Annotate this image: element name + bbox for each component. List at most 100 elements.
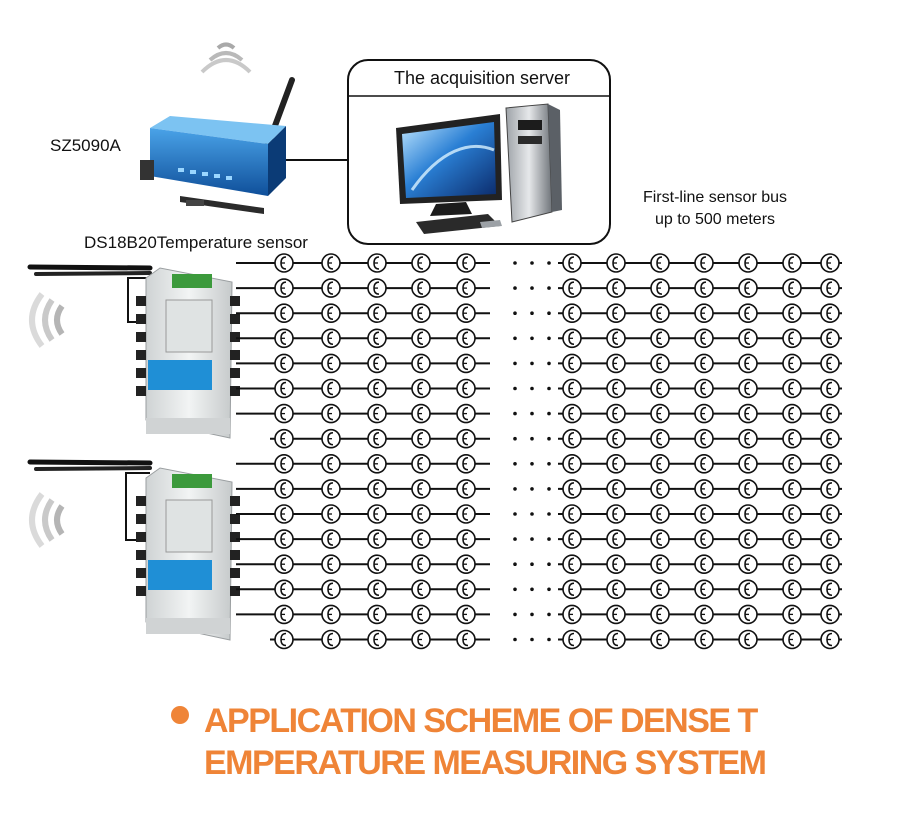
temperature-sensor-icon [456, 278, 476, 298]
caption-bullet-icon [171, 706, 189, 724]
ellipsis-dot [547, 361, 551, 366]
temperature-sensor-icon [367, 479, 387, 499]
gateway-label: SZ5090A [50, 136, 121, 155]
temperature-sensor-icon [274, 529, 294, 549]
ellipsis-dot [530, 436, 534, 441]
temperature-sensor-icon [782, 604, 802, 625]
temperature-sensor-icon [274, 453, 294, 474]
temperature-sensor-icon [456, 253, 476, 273]
temperature-sensor-icon [606, 303, 626, 324]
bus-row [236, 529, 842, 549]
temperature-sensor-icon [694, 453, 714, 474]
temperature-sensor-icon [738, 253, 758, 273]
temperature-sensor-icon [694, 479, 714, 499]
ellipsis-dot [513, 311, 517, 316]
bus-row [236, 579, 842, 600]
temperature-sensor-icon [321, 253, 341, 273]
temperature-sensor-icon [782, 529, 802, 549]
temperature-sensor-icon [820, 453, 840, 474]
temperature-sensor-icon [606, 353, 626, 374]
temperature-sensor-icon [456, 554, 476, 575]
temperature-sensor-icon [274, 353, 294, 374]
temperature-sensor-icon [782, 378, 802, 399]
temperature-sensor-icon [321, 479, 341, 499]
temperature-sensor-icon [411, 504, 431, 524]
temperature-sensor-icon [411, 278, 431, 298]
temperature-sensor-icon [820, 579, 840, 600]
ellipsis-dot [513, 411, 517, 416]
temperature-sensor-icon [274, 328, 294, 349]
temperature-sensor-icon [367, 353, 387, 374]
temperature-sensor-icon [274, 479, 294, 499]
caption-line2: EMPERATURE MEASURING SYSTEM [204, 744, 767, 782]
temperature-sensor-icon [411, 253, 431, 273]
temperature-sensor-icon [456, 479, 476, 499]
temperature-sensor-icon [738, 453, 758, 474]
ellipsis-dot [547, 512, 551, 516]
temperature-sensor-icon [562, 353, 582, 374]
temperature-sensor-icon [820, 479, 840, 499]
bus-row [236, 328, 842, 349]
temperature-sensor-icon [820, 353, 840, 374]
temperature-sensor-icon [562, 579, 582, 600]
temperature-sensor-icon [606, 328, 626, 349]
temperature-sensor-icon [694, 428, 714, 449]
temperature-sensor-icon [367, 378, 387, 399]
ellipsis-dot [513, 512, 517, 516]
bus-row [236, 253, 842, 273]
temperature-sensor-icon [367, 604, 387, 625]
temperature-sensor-icon [321, 278, 341, 298]
ellipsis-dot [530, 286, 534, 290]
temperature-sensor-icon [694, 504, 714, 524]
temperature-sensor-icon [650, 554, 670, 575]
temperature-sensor-icon [650, 278, 670, 298]
bus-row [236, 278, 842, 298]
temperature-sensor-icon [367, 328, 387, 349]
temperature-sensor-icon [562, 453, 582, 474]
temperature-sensor-icon [820, 629, 840, 650]
temperature-sensor-icon [782, 353, 802, 374]
temperature-sensor-icon [274, 403, 294, 424]
temperature-sensor-icon [650, 604, 670, 625]
temperature-sensor-icon [650, 529, 670, 549]
acquisition-module-icon-2 [27, 459, 240, 641]
acquisition-module-icon [27, 264, 240, 439]
temperature-sensor-icon [820, 278, 840, 298]
temperature-sensor-icon [694, 604, 714, 625]
temperature-sensor-icon [562, 428, 582, 449]
bus-row [236, 353, 842, 374]
temperature-sensor-icon [694, 629, 714, 650]
temperature-sensor-icon [456, 579, 476, 600]
temperature-sensor-icon [820, 554, 840, 575]
temperature-sensor-icon [321, 579, 341, 600]
ellipsis-dot [513, 436, 517, 441]
temperature-sensor-icon [606, 453, 626, 474]
temperature-sensor-icon [367, 529, 387, 549]
temperature-sensor-icon [562, 403, 582, 424]
ellipsis-dot [513, 336, 517, 341]
temperature-sensor-icon [367, 629, 387, 650]
temperature-sensor-icon [411, 303, 431, 324]
temperature-sensor-icon [562, 629, 582, 650]
temperature-sensor-icon [782, 453, 802, 474]
ellipsis-dot [547, 587, 551, 592]
temperature-sensor-icon [738, 629, 758, 650]
temperature-sensor-icon [367, 253, 387, 273]
temperature-sensor-icon [782, 428, 802, 449]
temperature-sensor-icon [411, 529, 431, 549]
temperature-sensor-icon [694, 529, 714, 549]
temperature-sensor-icon [694, 328, 714, 349]
temperature-sensor-icon [606, 629, 626, 650]
temperature-sensor-icon [820, 403, 840, 424]
ellipsis-dot [513, 487, 517, 491]
temperature-sensor-icon [274, 604, 294, 625]
ellipsis-dot [513, 612, 517, 617]
ellipsis-dot [513, 587, 517, 592]
temperature-sensor-icon [820, 253, 840, 273]
bus-row [236, 604, 842, 625]
temperature-sensor-icon [411, 604, 431, 625]
temperature-sensor-icon [562, 479, 582, 499]
temperature-sensor-icon [738, 353, 758, 374]
temperature-sensor-icon [820, 303, 840, 324]
